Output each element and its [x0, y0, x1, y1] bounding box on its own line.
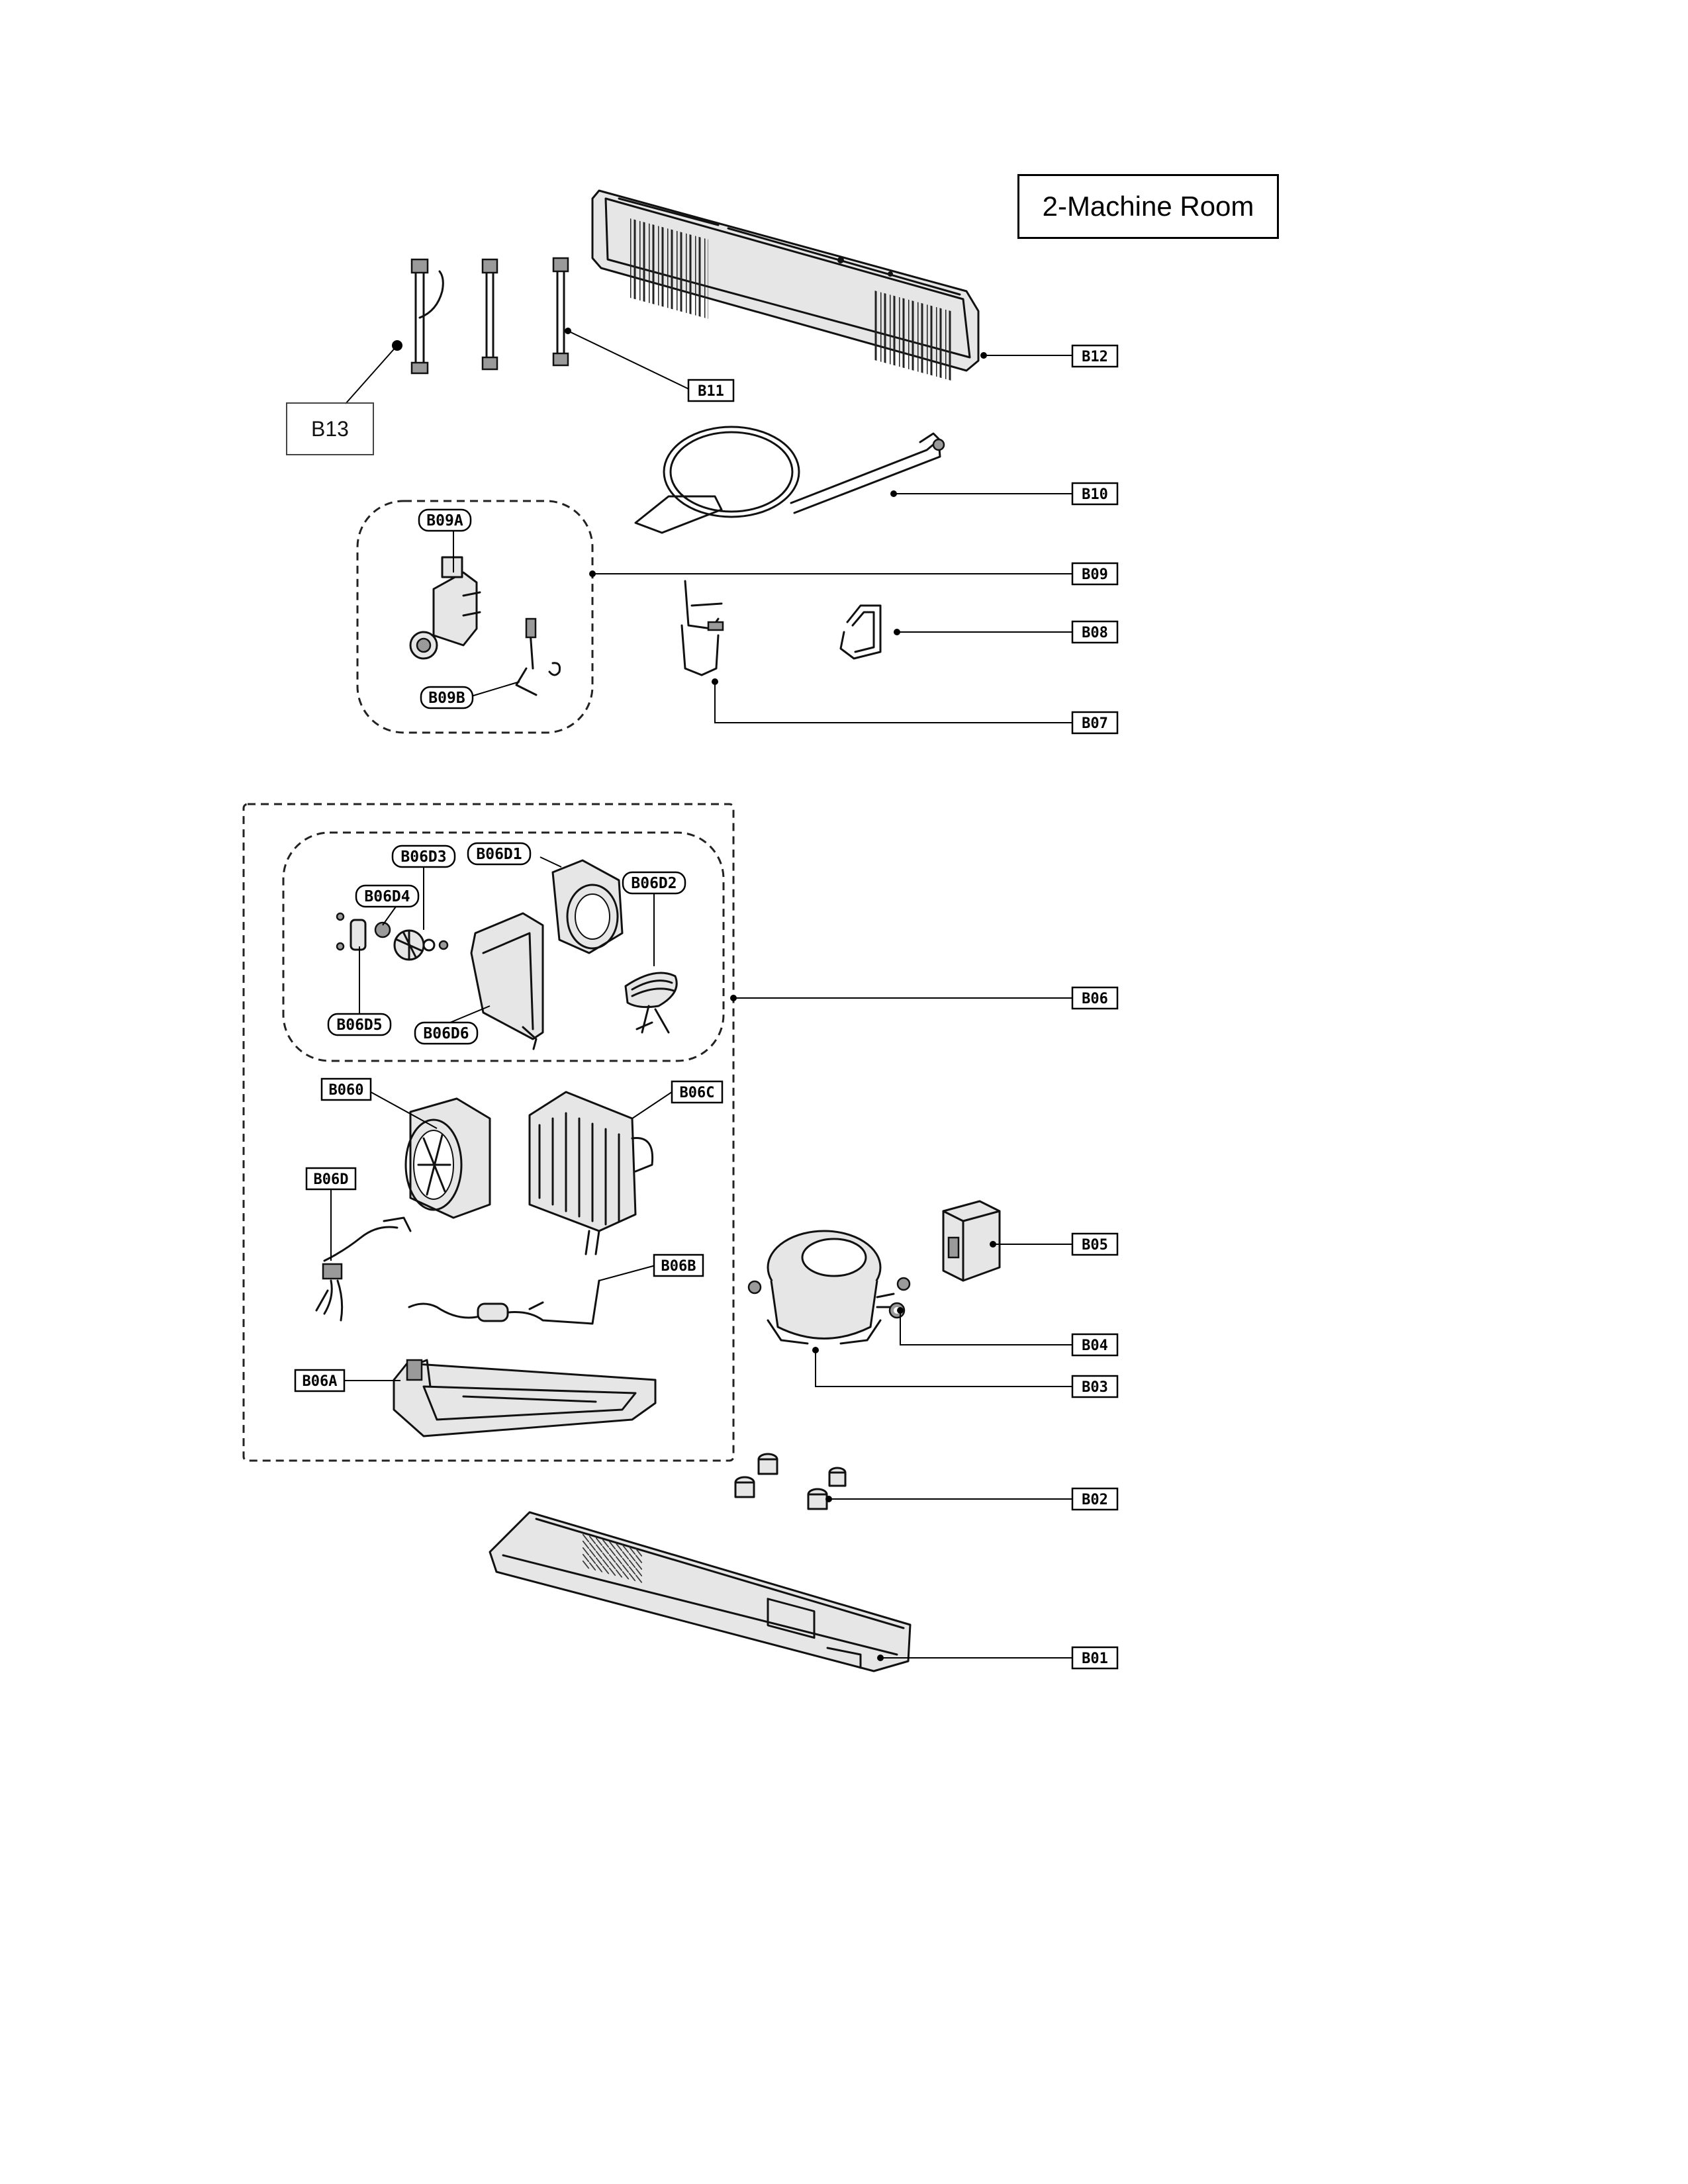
- callout-b06c: B06C: [671, 1080, 724, 1104]
- svg-text:B01: B01: [1082, 1651, 1108, 1667]
- connecting-tube-part: [552, 257, 569, 367]
- callout-b06d5: B06D5: [327, 1013, 392, 1036]
- pipe-bend-part: [839, 604, 882, 660]
- callout-b09b: B09B: [420, 686, 474, 709]
- callout-b02: B02: [1071, 1487, 1119, 1511]
- svg-text:B04: B04: [1082, 1338, 1108, 1354]
- svg-text:B05: B05: [1082, 1237, 1108, 1253]
- fan-blade-part: [624, 972, 678, 1034]
- callout-b10: B10: [1071, 482, 1119, 506]
- callout-b06a: B06A: [294, 1369, 346, 1392]
- condenser-pipe-part: [634, 426, 945, 534]
- drain-hose-part: [410, 258, 444, 375]
- washer-part: [374, 921, 391, 938]
- svg-text:B12: B12: [1082, 349, 1108, 365]
- svg-text:B06D: B06D: [314, 1171, 349, 1188]
- water-valve-part: [409, 556, 481, 660]
- refrigerant-tube-part: [481, 258, 498, 371]
- rear-cover-panel-part: [591, 189, 980, 381]
- callout-b06: B06: [1071, 986, 1119, 1010]
- fan-assembly-outline: [242, 803, 735, 1462]
- svg-text:B06B: B06B: [661, 1258, 696, 1275]
- control-box-part: [942, 1200, 1001, 1282]
- capillary-tube-part: [680, 580, 724, 676]
- callout-b09a: B09A: [418, 508, 472, 532]
- svg-text:B08: B08: [1082, 625, 1108, 641]
- valve-bracket-part: [515, 617, 561, 696]
- section-title: 2-Machine Room: [1017, 174, 1279, 239]
- svg-text:B06A: B06A: [303, 1373, 338, 1390]
- svg-text:B06D3: B06D3: [400, 848, 446, 866]
- callout-b08: B08: [1071, 620, 1119, 644]
- callout-b03: B03: [1071, 1375, 1119, 1398]
- svg-text:B09B: B09B: [428, 690, 465, 707]
- callout-b06d4: B06D4: [355, 884, 420, 908]
- svg-text:B06D1: B06D1: [476, 846, 522, 863]
- svg-text:B06D4: B06D4: [364, 888, 410, 905]
- svg-text:B09A: B09A: [426, 512, 463, 529]
- callout-b06d3: B06D3: [391, 844, 456, 868]
- svg-text:B02: B02: [1082, 1492, 1108, 1508]
- evaporator-coil-part: [528, 1091, 654, 1255]
- svg-text:B09: B09: [1082, 567, 1108, 583]
- callout-b09: B09: [1071, 562, 1119, 586]
- fan-motor-subgroup-outline: [282, 831, 725, 1062]
- svg-text:B06D5: B06D5: [336, 1017, 382, 1034]
- callout-b12: B12: [1071, 344, 1119, 368]
- svg-text:B060: B060: [329, 1082, 364, 1099]
- callout-b060-motor: B060: [320, 1077, 372, 1101]
- callout-b06d6: B06D6: [414, 1021, 479, 1045]
- callout-b04: B04: [1071, 1333, 1119, 1357]
- sensor-clip-part: [336, 912, 367, 951]
- drain-tray-part: [393, 1359, 657, 1437]
- callout-b05: B05: [1071, 1232, 1119, 1256]
- callout-b13: B13: [286, 402, 374, 455]
- leader-lines: [330, 328, 1072, 1661]
- callout-b06d2: B06D2: [622, 871, 686, 895]
- svg-text:B06D2: B06D2: [631, 875, 677, 892]
- fan-housing-part: [551, 859, 624, 954]
- svg-text:B10: B10: [1082, 486, 1108, 503]
- defrost-heater-part: [408, 1279, 600, 1325]
- callout-b07: B07: [1071, 711, 1119, 735]
- svg-text:B06C: B06C: [680, 1085, 715, 1101]
- fan-shroud-part: [470, 912, 544, 1050]
- compressor-part: [747, 1230, 911, 1345]
- callout-b11: B11: [687, 379, 735, 402]
- valve-group-outline: [356, 500, 594, 734]
- fan-motor-housing-part: [404, 1097, 491, 1219]
- callout-b06d1: B06D1: [467, 842, 532, 866]
- fan-blade-small-part: [393, 929, 449, 961]
- svg-text:B06: B06: [1082, 991, 1108, 1007]
- svg-text:B06D6: B06D6: [423, 1025, 469, 1042]
- svg-text:B11: B11: [698, 383, 724, 400]
- base-plate-part: [489, 1511, 912, 1672]
- callout-b01: B01: [1071, 1646, 1119, 1670]
- callout-b06b: B06B: [653, 1253, 704, 1277]
- rubber-feet-part: [734, 1453, 847, 1510]
- callout-b06d-harness: B06D: [305, 1167, 357, 1191]
- svg-text:B07: B07: [1082, 715, 1108, 732]
- svg-text:B03: B03: [1082, 1379, 1108, 1396]
- wire-harness-part: [315, 1216, 412, 1322]
